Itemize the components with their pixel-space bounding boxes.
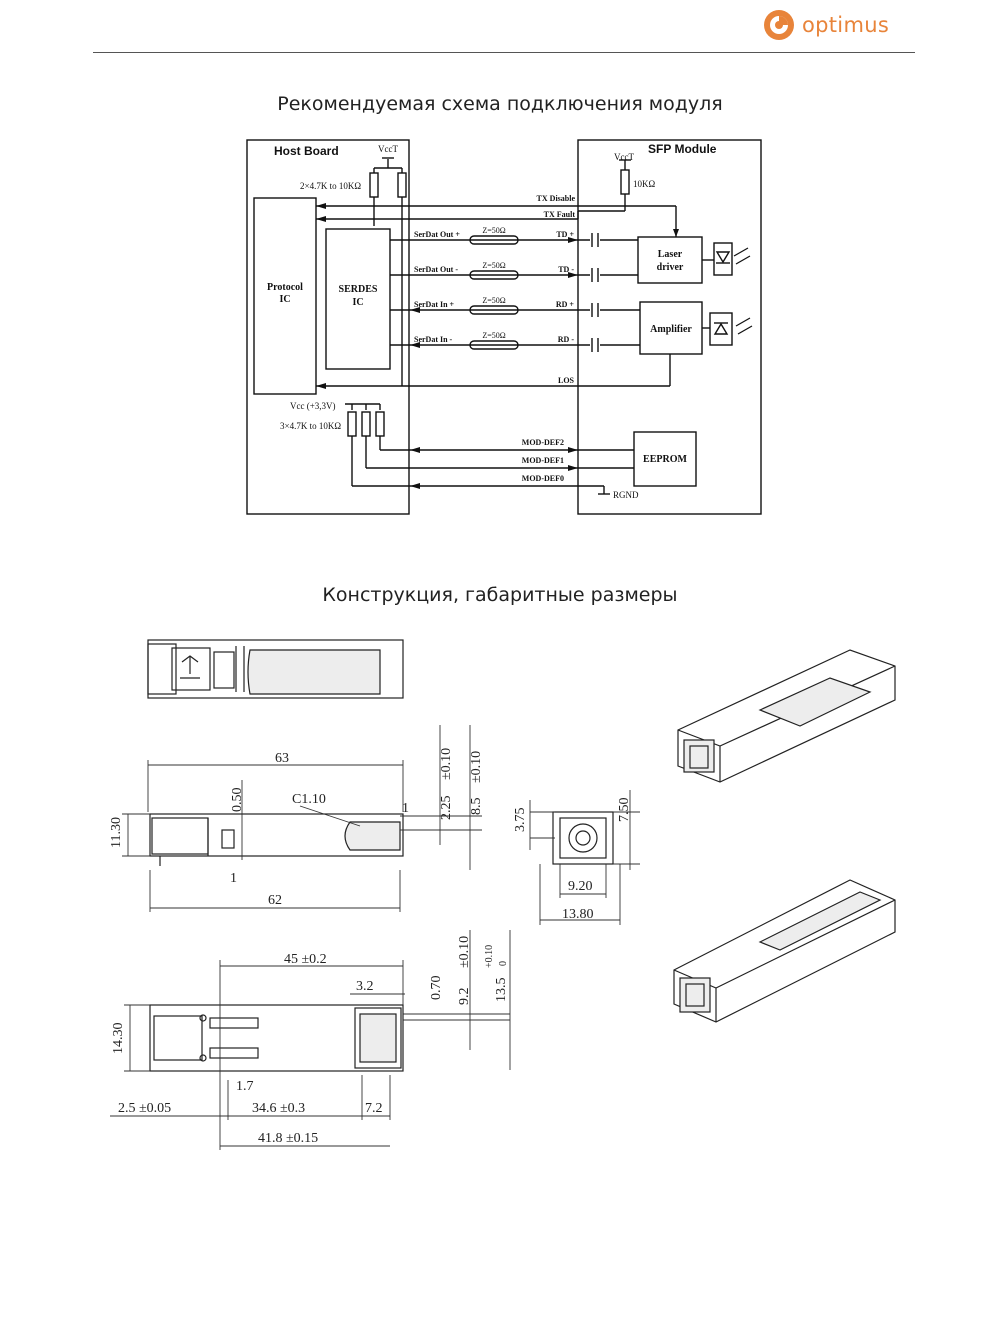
vcct-module-label: VccT [614,152,634,162]
impedance-label-3: Z=50Ω [482,296,505,305]
pullup-host-label: 2×4.7K to 10KΩ [300,181,361,191]
dim-63: 63 [275,751,289,766]
dim-225: 2.25 [439,796,454,821]
rd-n-label: RD - [558,335,575,344]
vcc-33-label: Vcc (+3,3V) [290,401,336,411]
dimension-drawings: 63 62 C1.10 1 1 9.20 13.80 45 ±0.2 3.2 1… [109,639,896,1150]
dim-050: 0.50 [230,788,245,813]
td-p-label: TD + [556,230,574,239]
dim-135-tol-bot: 0 [498,961,509,966]
host-board-box [246,139,410,515]
tx-disable-label: TX Disable [537,194,576,203]
dim-92-tol: ±0.10 [457,936,472,968]
dim-750: 7.50 [617,798,632,823]
dim-72: 7.2 [365,1101,383,1116]
module-side-view [149,813,404,866]
impedance-label-1: Z=50Ω [482,226,505,235]
module-front-view [552,811,614,865]
laser-driver-line2: driver [657,262,684,273]
los-label: LOS [558,376,575,385]
section-title-dimensions: Конструкция, габаритные размеры [322,584,678,606]
dim-25: 2.5 ±0.05 [118,1101,171,1116]
dim-92: 9.2 [457,988,472,1006]
dim-1430: 14.30 [111,1023,126,1055]
mod-def0-label: MOD-DEF0 [522,474,564,483]
serdat-in-n-label: SerDat In - [414,335,453,344]
module-iso-view-2 [673,879,896,1023]
rgnd-label: RGND [613,490,639,500]
impedance-label-4: Z=50Ω [482,331,505,340]
impedance-label-2: Z=50Ω [482,261,505,270]
mod-def1-label: MOD-DEF1 [522,456,564,465]
host-board-label: Host Board [274,144,339,158]
serdat-out-n-label: SerDat Out - [414,265,458,274]
protocol-ic-line1: Protocol [267,282,303,293]
dim-1a: 1 [402,801,409,816]
laser-driver-box [637,236,703,284]
module-iso-view-1 [677,649,896,783]
laser-driver-line1: Laser [658,249,683,260]
dim-070: 0.70 [429,976,444,1001]
dim-920: 9.20 [568,879,593,894]
serdat-out-p-label: SerDat Out + [414,230,460,239]
dim-375: 3.75 [513,808,528,833]
eeprom-label: EEPROM [643,454,687,465]
td-n-label: TD - [558,265,574,274]
dim-418: 41.8 ±0.15 [258,1131,318,1146]
pullup-3-label: 3×4.7K to 10KΩ [280,421,341,431]
serdes-line1: SERDES [339,284,378,295]
vcct-host-label: VccT [378,144,398,154]
dim-32: 3.2 [356,979,374,994]
protocol-ic-box [253,197,317,395]
dim-346: 34.6 ±0.3 [252,1101,305,1116]
dim-135-tol-top: +0.10 [484,945,495,968]
optimus-logo-icon [764,10,794,40]
dim-1130: 11.30 [109,817,124,848]
section-title-connection: Рекомендуемая схема подключения модуля [277,93,723,115]
dim-1b: 1 [230,871,237,886]
dim-62: 62 [268,893,282,908]
dim-1380: 13.80 [562,907,594,922]
module-top-view [147,639,404,699]
tx-fault-label: TX Fault [544,210,576,219]
serdes-ic-box [325,228,391,370]
pullup-module-label: 10KΩ [633,179,655,189]
mod-def2-label: MOD-DEF2 [522,438,564,447]
rd-p-label: RD + [556,300,575,309]
dim-45: 45 ±0.2 [284,952,327,967]
protocol-ic-line2: IC [279,294,290,305]
dim-135: 13.5 [494,978,509,1003]
serdes-line2: IC [352,297,363,308]
eeprom-box [633,431,697,487]
dim-c110: C1.10 [292,792,326,807]
dim-85-tol: ±0.10 [469,751,484,783]
module-bottom-view [149,1004,404,1072]
sfp-module-label: SFP Module [648,142,717,156]
brand-name: optimus [802,13,890,37]
dim-225-tol: ±0.10 [439,748,454,780]
sfp-module-box [577,139,762,515]
brand-logo: optimus [762,8,889,42]
dim-85: 8.5 [469,798,484,816]
dim-17: 1.7 [236,1079,254,1094]
amplifier-label: Amplifier [650,324,692,335]
header-rule [93,52,915,53]
connection-schematic: Host Board SFP Module VccT VccT 2×4.7K t… [246,139,762,515]
serdat-in-p-label: SerDat In + [414,300,455,309]
